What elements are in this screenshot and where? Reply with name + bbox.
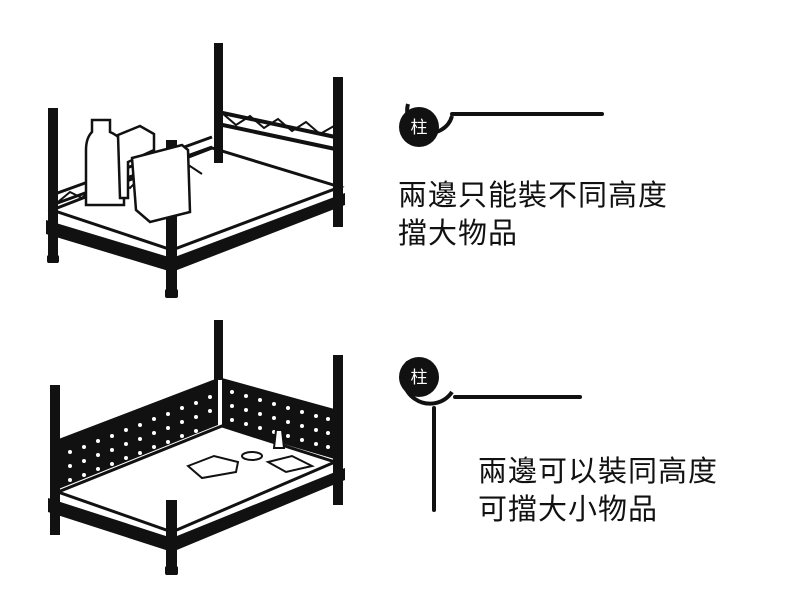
box-item-front [130,143,192,224]
bottom-rack-left-panel [56,378,218,490]
bottom-rack-post-right [333,355,343,505]
badge-circle-top [399,107,439,147]
bottom-rack-post-left [50,385,60,535]
top-rack-post-front [166,140,177,297]
small-bottle-item [272,429,286,449]
caption-bottom-line-1: 兩邊可以裝同高度 [478,454,719,488]
caption-bottom-line-2: 可擋大小物品 [478,492,659,526]
badge-circle-bottom [399,357,439,397]
caption-bottom: 兩邊可以裝同高度 可擋大小物品 [478,452,718,528]
pillar-callout-bottom: 柱 [399,357,582,512]
bottom-rack-post-back [214,320,223,380]
badge-label-top: 柱 [411,118,428,138]
badge-label-bottom: 柱 [411,368,428,388]
caption-top-line-2: 擋大物品 [398,216,519,250]
perforation-holes-left [68,395,212,482]
caption-top: 兩邊只能裝不同高度 擋大物品 [398,176,668,252]
top-rack-foot-front [165,289,178,298]
small-item-oval [241,451,263,461]
bottom-rack-foot-front [165,566,178,575]
flat-item-2 [265,454,315,474]
caption-top-line-1: 兩邊只能裝不同高度 [398,178,669,212]
top-rack-post-back [214,43,223,163]
bottom-rack-post-front [166,500,177,575]
perforation-holes-back [230,390,330,449]
flat-item-1 [186,454,240,480]
rack-illustration-bottom [48,320,345,575]
top-rack-front-rail [46,193,345,272]
top-rack-post-left [48,108,58,263]
top-rack-post-right [333,77,343,227]
bottom-rack-front-rail [48,468,345,552]
pillar-callout-top: 柱 [399,103,604,147]
bottom-rack-back-panel [222,378,338,460]
rack-illustration-top [46,43,345,298]
top-rack-foot-left [47,255,59,263]
top-rack-back-truss [217,110,341,152]
